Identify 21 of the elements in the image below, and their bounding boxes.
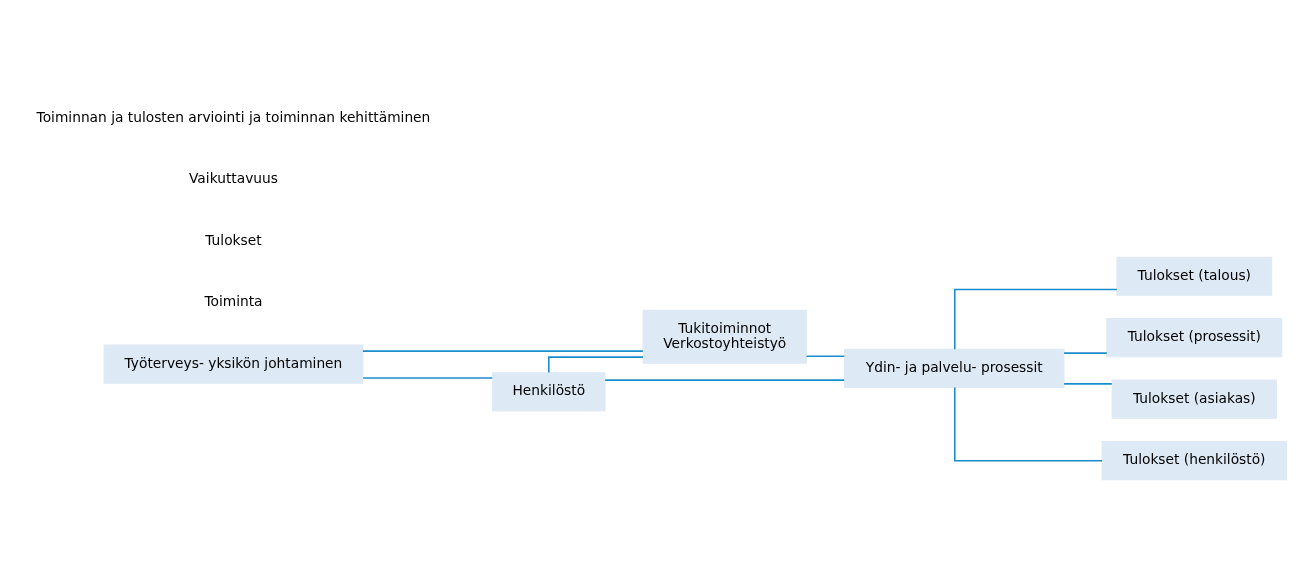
connector <box>1063 352 1108 354</box>
connector <box>953 288 1118 351</box>
node-box: Tulokset (prosessit) <box>1106 318 1283 358</box>
label: Tulokset <box>205 231 262 248</box>
node-box: Ydin- ja palvelu- prosessit <box>844 348 1065 389</box>
node-box: Tulokset (asiakas) <box>1111 379 1277 419</box>
connector <box>953 386 1103 462</box>
label: Toiminnan ja tulosten arviointi ja toiminnan kehittäminen <box>36 108 431 125</box>
node-box: Tukitoiminnot Verkostoyhteistyö <box>642 309 807 364</box>
connector <box>1063 383 1113 385</box>
connector <box>362 350 644 352</box>
label: Vaikuttavuus <box>189 170 278 187</box>
connector <box>604 379 845 381</box>
connector <box>362 377 494 379</box>
node-box: Tulokset (henkilöstö) <box>1101 441 1288 481</box>
connector <box>805 355 846 358</box>
node-box: Tulokset (talous) <box>1116 256 1273 296</box>
node-box: Työterveys- yksikön johtaminen <box>103 344 364 384</box>
node-box: Henkilöstö <box>492 372 606 412</box>
connector <box>548 356 644 374</box>
label: Toiminta <box>204 293 263 310</box>
